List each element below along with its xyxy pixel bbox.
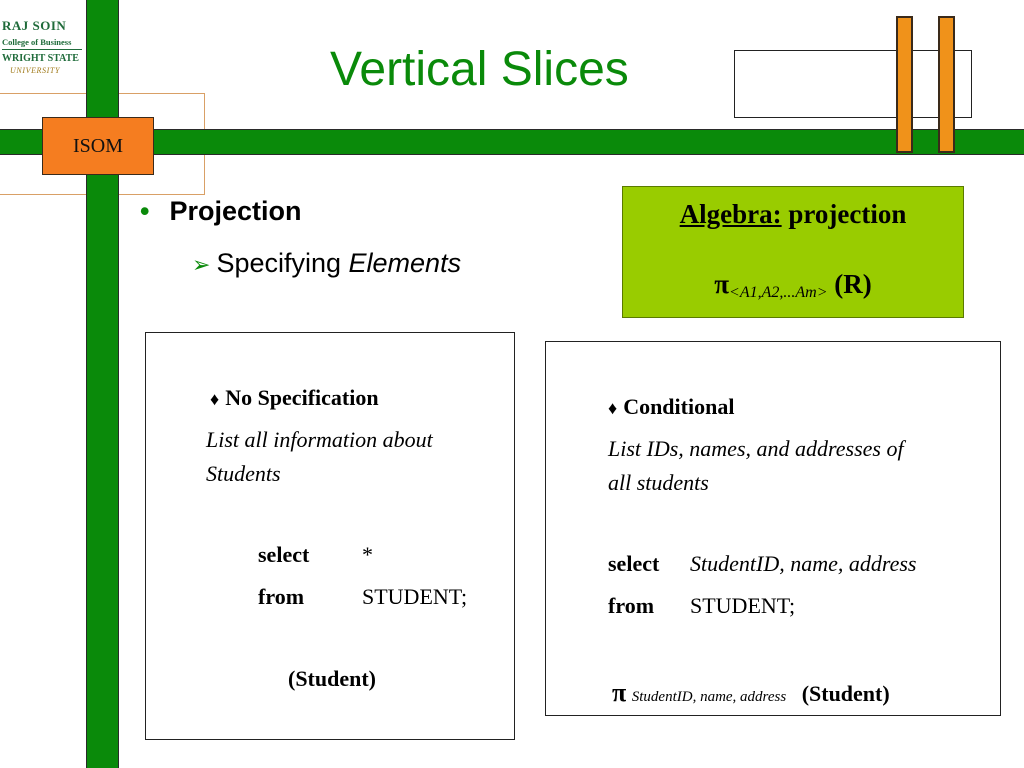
- logo-line-4: UNIVERSITY: [10, 66, 60, 75]
- bullet-projection: • Projection: [140, 196, 301, 227]
- right-desc-line-1: List IDs, names, and addresses of: [608, 436, 904, 461]
- right-select-value: StudentID, name, address: [690, 551, 917, 576]
- algebra-formula: π<A1,A2,...Am> (R): [623, 269, 963, 302]
- decorative-post-right: [938, 16, 955, 153]
- right-algebra-expression: π StudentID, name, address (Student): [612, 678, 890, 708]
- vertical-green-bar: [86, 0, 119, 768]
- logo-line-3: WRIGHT STATE: [2, 53, 79, 64]
- bullet-elements-text: Elements: [348, 248, 462, 278]
- left-select-keyword: select: [258, 542, 310, 567]
- decorative-box: [734, 50, 972, 118]
- left-algebra-expression: (Student): [288, 666, 377, 691]
- conditional-heading-text: Conditional: [623, 394, 735, 419]
- algebra-box: Algebra: projection π<A1,A2,...Am> (R): [622, 186, 964, 318]
- bullet-specifying-text: Specifying: [216, 248, 349, 278]
- right-from-keyword: from: [608, 593, 655, 618]
- diamond-bullet-icon: ♦: [608, 398, 618, 418]
- logo-line-2: College of Business: [2, 37, 72, 47]
- right-algebra-relation: (Student): [801, 681, 890, 706]
- bullet-projection-text: Projection: [169, 196, 302, 226]
- no-specification-heading-text: No Specification: [225, 385, 379, 410]
- right-algebra-subscript: StudentID, name, address: [631, 689, 787, 705]
- pi-symbol: π: [714, 269, 730, 299]
- left-desc-line-2: Students: [206, 461, 281, 486]
- horizontal-green-bar: [0, 129, 1024, 155]
- arrow-bullet-icon: ➢: [192, 252, 211, 277]
- isom-badge: ISOM: [42, 117, 154, 175]
- raj-soin-logo: RAJ SOIN College of Business WRIGHT STAT…: [0, 0, 84, 88]
- pi-symbol: π: [612, 678, 627, 707]
- logo-rule: [2, 49, 82, 50]
- slide-title: Vertical Slices: [330, 43, 629, 96]
- bullet-dot-icon: •: [140, 196, 150, 226]
- left-from-keyword: from: [258, 584, 305, 609]
- left-from-value: STUDENT;: [362, 584, 468, 609]
- left-select-value: *: [362, 542, 373, 567]
- right-from-value: STUDENT;: [690, 593, 796, 618]
- algebra-heading: Algebra: projection: [623, 199, 963, 230]
- no-specification-heading: ♦No Specification: [210, 385, 379, 411]
- right-desc-line-2: all students: [608, 470, 709, 495]
- algebra-label-suffix: projection: [781, 199, 907, 229]
- conditional-panel: ♦Conditional List IDs, names, and addres…: [545, 341, 1001, 716]
- decorative-post-left: [896, 16, 913, 153]
- no-specification-panel: ♦No Specification List all information a…: [145, 332, 515, 740]
- algebra-label: Algebra:: [679, 199, 782, 229]
- logo-line-1: RAJ SOIN: [2, 18, 67, 33]
- algebra-subscript: <A1,A2,...Am>: [729, 284, 828, 301]
- right-select-keyword: select: [608, 551, 660, 576]
- bullet-specifying: ➢Specifying Elements: [192, 248, 461, 279]
- algebra-relation: (R): [827, 269, 872, 299]
- left-desc-line-1: List all information about: [206, 427, 433, 452]
- diamond-bullet-icon: ♦: [210, 389, 220, 409]
- conditional-heading: ♦Conditional: [608, 394, 734, 420]
